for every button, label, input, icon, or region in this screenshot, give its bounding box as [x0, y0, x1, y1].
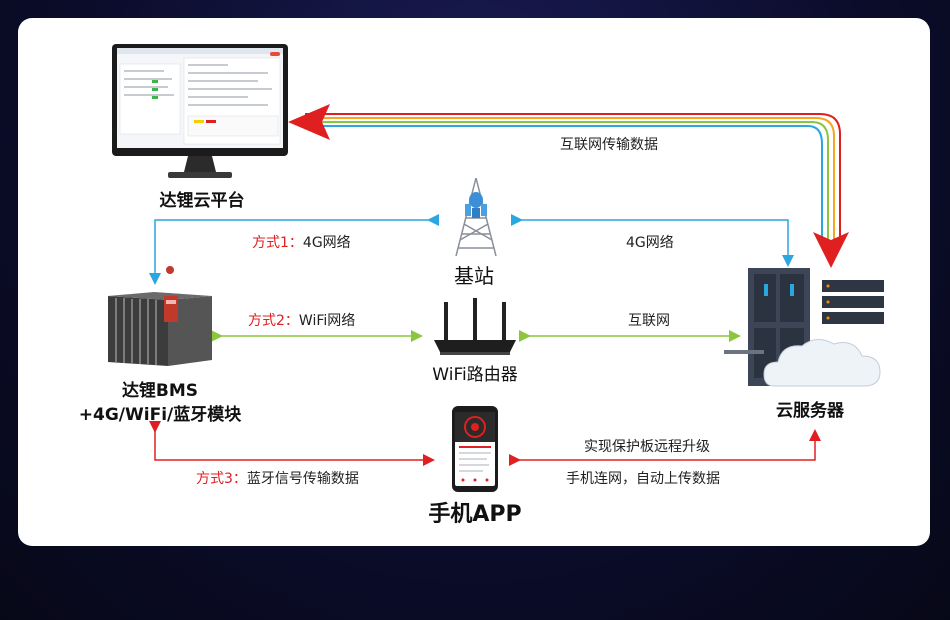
method2-text: WiFi网络 — [298, 313, 356, 329]
platform-label: 达锂云平台 — [159, 191, 245, 211]
station-cloud-line — [511, 214, 794, 267]
method1-line — [149, 214, 439, 285]
method2-label: 方式2：WiFi网络 — [248, 310, 355, 330]
method3-line — [149, 421, 435, 466]
cloud-server-icon — [724, 258, 896, 390]
arrowhead-to-server — [813, 232, 849, 268]
monitor-icon — [112, 44, 288, 178]
method1-prefix: 方式1： — [252, 235, 303, 251]
method3-text: 蓝牙信号传输数据 — [246, 471, 359, 487]
method2-prefix: 方式2： — [248, 313, 299, 329]
router-label: WiFi路由器 — [432, 365, 518, 385]
phone-upload-label: 手机连网，自动上传数据 — [566, 471, 720, 487]
arrowhead-to-platform — [288, 104, 330, 140]
phone-app-label: 手机APP — [428, 502, 522, 527]
phone-icon — [452, 406, 498, 492]
router-cloud-label: 互联网 — [628, 313, 670, 329]
cloud-server-label: 云服务器 — [776, 401, 844, 421]
tower-icon — [448, 177, 504, 257]
internet-data-label: 互联网传输数据 — [560, 137, 658, 153]
phone-cloud-line — [509, 429, 821, 466]
base-station-label: 基站 — [454, 264, 494, 288]
internet-data-arrow — [305, 113, 841, 245]
method1-label: 方式1：4G网络 — [252, 232, 351, 252]
method1-text: 4G网络 — [302, 235, 351, 251]
bms-cabinet-icon — [108, 266, 216, 366]
remote-upgrade-label: 实现保护板远程升级 — [584, 439, 710, 455]
method3-prefix: 方式3： — [196, 471, 247, 487]
bms-label-line2: +4G/WiFi/蓝牙模块 — [78, 405, 242, 425]
router-icon — [430, 298, 520, 358]
station-cloud-label: 4G网络 — [626, 235, 674, 251]
method3-label: 方式3：蓝牙信号传输数据 — [196, 468, 359, 488]
bms-label-line1: 达锂BMS — [121, 381, 199, 401]
